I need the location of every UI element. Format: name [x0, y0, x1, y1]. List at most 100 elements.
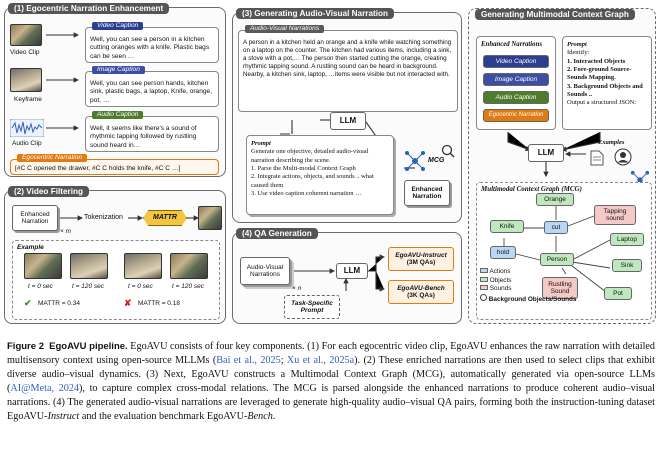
instruct-count: (3M QAs) — [406, 259, 436, 266]
image-caption-tag: Image Caption — [92, 66, 145, 75]
caption-text-3: ). (2) These enriched narrations are the… — [7, 355, 655, 395]
mcg-node-rustling: Rustling Sound — [542, 277, 578, 299]
audio-clip-label: Audio Clip — [12, 140, 42, 147]
p3-enhanced-narration-node: Enhanced Narration — [404, 180, 450, 206]
image-caption-box: Image Caption Well, you can see person h… — [85, 66, 219, 107]
enhanced-narrations-label: Enhanced Narrations — [481, 41, 542, 48]
caption-text-4: ), to capture complex cross-modal relati… — [7, 383, 655, 423]
figure-caption: Figure 2 EgoAVU pipeline. EgoAVU consist… — [7, 340, 655, 425]
example-b-mattr: MATTR = 0.18 — [138, 300, 180, 307]
audio-waveform-icon — [10, 119, 44, 137]
mattr-node: MATTR — [143, 210, 187, 226]
example-a-t0: t = 0 sec — [28, 283, 53, 290]
audio-caption-tag: Audio Caption — [92, 111, 144, 120]
en-video-caption: Video Caption — [483, 55, 549, 68]
examples-label: Examples — [598, 139, 625, 146]
example-b-frame-120 — [170, 253, 208, 279]
mcg-legend: Actions Objects Sounds Background Object… — [480, 268, 577, 304]
citation-bai[interactable]: Bai et al., 2025 — [216, 355, 281, 367]
ego-narration-box: Egocentric Narration [#C C opened the dr… — [10, 154, 219, 175]
magnifier-icon — [441, 144, 455, 158]
legend-background: Background Objects/Sounds — [480, 293, 577, 305]
en-audio-caption: Audio Caption — [483, 91, 549, 104]
example-b-t120: t = 120 sec — [172, 283, 204, 290]
keyframe-thumbnail — [10, 68, 42, 92]
image-caption-text: Well, you can see person hands, kitchen … — [90, 80, 213, 104]
p5-prompt-text: Identify: — [567, 49, 590, 57]
p4-llm-node: LLM — [336, 263, 368, 279]
legend-actions-label: Actions — [489, 268, 511, 275]
filter-arrows — [60, 215, 200, 221]
video-caption-tag: Video Caption — [92, 22, 144, 31]
panel-5-title: Generating Multimodal Context Graph — [475, 9, 635, 20]
user-icon — [614, 148, 632, 166]
caption-instruct: Instruct — [47, 411, 80, 423]
caption-text-1: EgoAVU consists of four key components. … — [7, 341, 656, 367]
av-narrations-node: Audio-Visual Narrations — [240, 257, 290, 285]
times-n-label: × n — [292, 285, 302, 292]
p3-prompt-intro: Generate one objective, detailed audio-v… — [251, 148, 369, 164]
av-narration-text: A person in a kitchen held an orange and… — [243, 39, 452, 79]
example-b-frame-0 — [124, 253, 162, 279]
keyframe-label: Keyframe — [14, 96, 42, 103]
video-clip-label: Video Clip — [10, 49, 40, 56]
p3-prompt-label: Prompt — [251, 140, 271, 147]
bench-dataset-node: EgoAVU-Bench (3K QAs) — [388, 280, 454, 304]
mcg-label: MCG — [428, 157, 445, 164]
document-icon — [590, 150, 604, 166]
mcg-node-knife: Knife — [490, 220, 524, 233]
panel-1-title: (1) Egocentric Narration Enhancement — [8, 3, 170, 14]
mcg-node-person: Person — [540, 253, 574, 266]
audio-caption-box: Audio Caption Well, it seems like there'… — [85, 111, 219, 152]
av-narration-box: Audio-Visual Narrations A person in a ki… — [238, 25, 458, 112]
video-caption-text: Well, you can see a person in a kitchen … — [90, 36, 210, 60]
task-prompt-node: Task-Specific Prompt — [284, 295, 340, 319]
instruct-label: EgoAVU-Instruct — [395, 251, 447, 259]
av-narration-tag: Audio-Visual Narrations — [245, 25, 325, 34]
p5-prompt-output: Output a structured JSON: — [567, 99, 637, 107]
example-a-mattr: MATTR = 0.34 — [38, 300, 80, 307]
p3-llm-node: LLM — [330, 112, 366, 130]
example-a-t120: t = 120 sec — [72, 283, 104, 290]
legend-actions: Actions — [480, 268, 577, 277]
instruct-dataset-node: EgoAVU-Instruct (3M QAs) — [388, 247, 454, 271]
panel-3-title: (3) Generating Audio-Visual Narration — [236, 8, 395, 19]
en-image-caption: Image Caption — [483, 73, 549, 86]
p5-prompt-item-1: 1. Interacted Objects — [567, 57, 626, 65]
en-ego-narration: Egocentric Narration — [483, 109, 549, 122]
tokenization-label: Tokenization — [84, 214, 123, 221]
legend-sounds-label: Sounds — [489, 285, 512, 292]
legend-sounds-swatch — [480, 285, 488, 290]
example-label: Example — [17, 244, 44, 251]
figure-title: EgoAVU pipeline. — [49, 341, 128, 352]
mcg-edges — [503, 206, 611, 293]
mcg-title: Multimodal Context Graph (MCG) — [481, 185, 582, 193]
mcg-node-cut: cut — [544, 221, 568, 234]
times-m-label: × m — [60, 228, 72, 235]
cross-icon: ✘ — [124, 298, 132, 308]
p5-prompt-item-3: 3. Background Objects and Sounds .. — [567, 82, 643, 98]
example-a-frame-120 — [70, 253, 108, 279]
citation-aimeta[interactable]: AI@Meta, 2024 — [10, 383, 80, 395]
p3-step-1: 1. Parse the Multi-modal Context Graph — [251, 164, 356, 172]
bench-label: EgoAVU-Bench — [397, 284, 445, 292]
legend-objects-swatch — [480, 276, 488, 282]
p5-llm-node: LLM — [528, 144, 564, 162]
citation-xu[interactable]: Xu et al., 2025a — [286, 355, 355, 367]
p3-step-3: 3. Use video caption coherent narration … — [251, 189, 362, 197]
mcg-node-hold: hold — [490, 246, 516, 259]
example-a-frame-0 — [24, 253, 62, 279]
mcg-node-orange: Orange — [536, 193, 574, 206]
legend-actions-swatch — [480, 268, 488, 273]
legend-objects: Objects — [480, 276, 577, 286]
p5-prompt-box: Prompt Identify: 1. Interacted Objects 2… — [562, 36, 652, 130]
p3-prompt-box: Prompt Generate one objective, detailed … — [246, 135, 394, 215]
mcg-node-sink: Sink — [612, 259, 642, 272]
mcg-node-pot: Pot — [604, 287, 632, 300]
video-clip-thumbnail — [10, 24, 42, 46]
enhanced-narration-node: Enhanced Narration — [12, 205, 58, 231]
ego-narration-text: [#C C opened the drawer, #C C holds the … — [15, 165, 181, 172]
p5-arrows — [507, 132, 601, 178]
figure-label: Figure 2 — [7, 341, 44, 352]
bench-count: (3K QAs) — [407, 292, 435, 299]
